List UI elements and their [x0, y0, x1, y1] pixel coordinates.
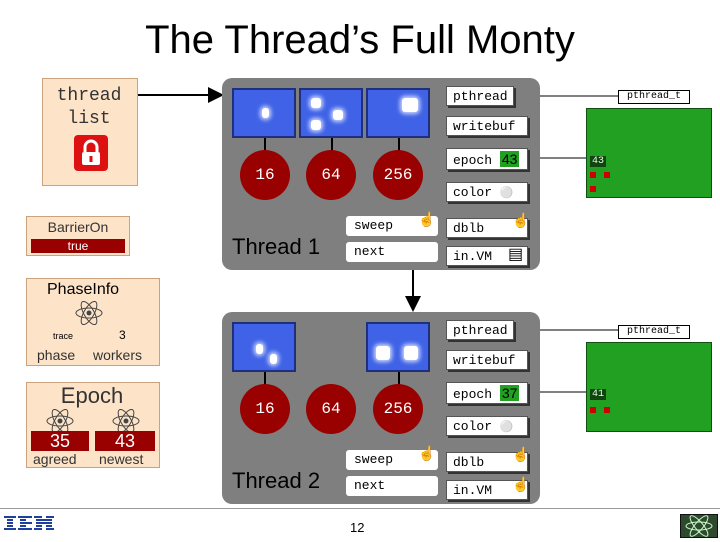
buffer-slot	[590, 407, 596, 413]
pages-icon: ▤	[508, 246, 524, 263]
buffer-value: 43	[590, 156, 607, 167]
epoch-box: Epoch 35 43 agreed newest	[26, 382, 160, 468]
agreed-label: agreed	[33, 451, 77, 467]
invm-field: in.VM	[446, 480, 528, 500]
atom-icon	[111, 408, 141, 434]
newest-value: 43	[95, 431, 155, 451]
buffer-slot	[604, 407, 610, 413]
epoch-label: Epoch	[60, 383, 124, 408]
epoch-field-value: 43	[499, 151, 520, 167]
buffer-slot	[590, 172, 596, 178]
epoch-field: epoch 43	[446, 148, 528, 170]
atom-icon	[45, 408, 75, 434]
phase-value: trace	[53, 331, 74, 341]
page-number: 12	[350, 520, 365, 535]
hand-icon: ☝	[512, 212, 530, 228]
pthread-t-box	[586, 342, 712, 432]
brush-icon: ⚪	[499, 188, 514, 200]
hand-icon: ☝	[418, 445, 436, 461]
hand-icon: ☝	[512, 446, 530, 462]
next-field: next	[346, 242, 438, 262]
pthread-t-box	[586, 108, 712, 198]
thread-list-label: thread list	[56, 86, 122, 129]
thread-name: Thread 2	[232, 468, 321, 493]
epoch-field: epoch 37	[446, 382, 528, 404]
pthread-field: pthread	[446, 320, 514, 340]
brush-icon: ⚪	[499, 422, 514, 434]
size-class-256: 256	[373, 384, 423, 434]
agreed-value: 35	[31, 431, 89, 451]
atom-icon	[74, 300, 104, 326]
buffer-value: 41	[590, 389, 607, 400]
phase-label: phase	[37, 347, 76, 363]
thread-list-box: thread list	[42, 78, 138, 186]
hand-icon: ☝	[418, 211, 436, 227]
epoch-field-label: epoch	[453, 387, 493, 402]
phase-info-box: PhaseInfo trace 3 phase workers	[26, 278, 160, 366]
lock-icon	[74, 135, 108, 171]
sweep-field: sweep	[346, 216, 438, 236]
size-class-16: 16	[240, 150, 290, 200]
workers-value: 3	[119, 328, 126, 342]
phase-info-label: PhaseInfo	[47, 281, 120, 298]
buffer-slot	[604, 172, 610, 178]
size-class-256: 256	[373, 150, 423, 200]
pthread-field: pthread	[446, 86, 514, 106]
page-title: The Thread’s Full Monty	[145, 18, 575, 62]
dblb-field: dblb	[446, 452, 528, 472]
thread-2-panel: 16 64 256 Thread 2 sweep ☝ next	[222, 312, 540, 504]
heap-block-large	[366, 322, 430, 372]
invm-field: in.VM	[446, 246, 528, 266]
heap-block-large	[366, 88, 430, 138]
size-class-64: 64	[306, 384, 356, 434]
workers-label: workers	[93, 347, 143, 363]
barrier-label: BarrierOn	[47, 219, 109, 235]
heap-block-medium	[299, 88, 363, 138]
thread-name: Thread 1	[232, 234, 321, 259]
next-field: next	[346, 476, 438, 496]
color-field: color ⚪	[446, 416, 528, 436]
footer-divider	[0, 508, 720, 509]
color-field: color ⚪	[446, 182, 528, 202]
pthread-t-label: pthread_t	[618, 90, 690, 104]
epoch-field-value: 37	[499, 385, 520, 401]
heap-block-small	[232, 88, 296, 138]
barrier-box: BarrierOn true	[26, 216, 130, 256]
dblb-field: dblb	[446, 218, 528, 238]
barrier-value: true	[31, 239, 125, 253]
ibm-logo	[4, 514, 56, 534]
writebuf-field: writebuf	[446, 116, 528, 136]
buffer-slot	[590, 186, 596, 192]
pthread-t-label: pthread_t	[618, 325, 690, 339]
color-field-label: color	[453, 185, 493, 200]
hand-icon: ☝	[512, 476, 530, 492]
thread-1-panel: 16 64 256 Thread 1 sweep ☝ next	[222, 78, 540, 270]
newest-label: newest	[99, 451, 144, 467]
color-field-label: color	[453, 419, 493, 434]
size-class-64: 64	[306, 150, 356, 200]
corner-logo-icon	[680, 514, 718, 538]
epoch-field-label: epoch	[453, 153, 493, 168]
size-class-16: 16	[240, 384, 290, 434]
writebuf-field: writebuf	[446, 350, 528, 370]
sweep-field: sweep	[346, 450, 438, 470]
heap-block-small	[232, 322, 296, 372]
